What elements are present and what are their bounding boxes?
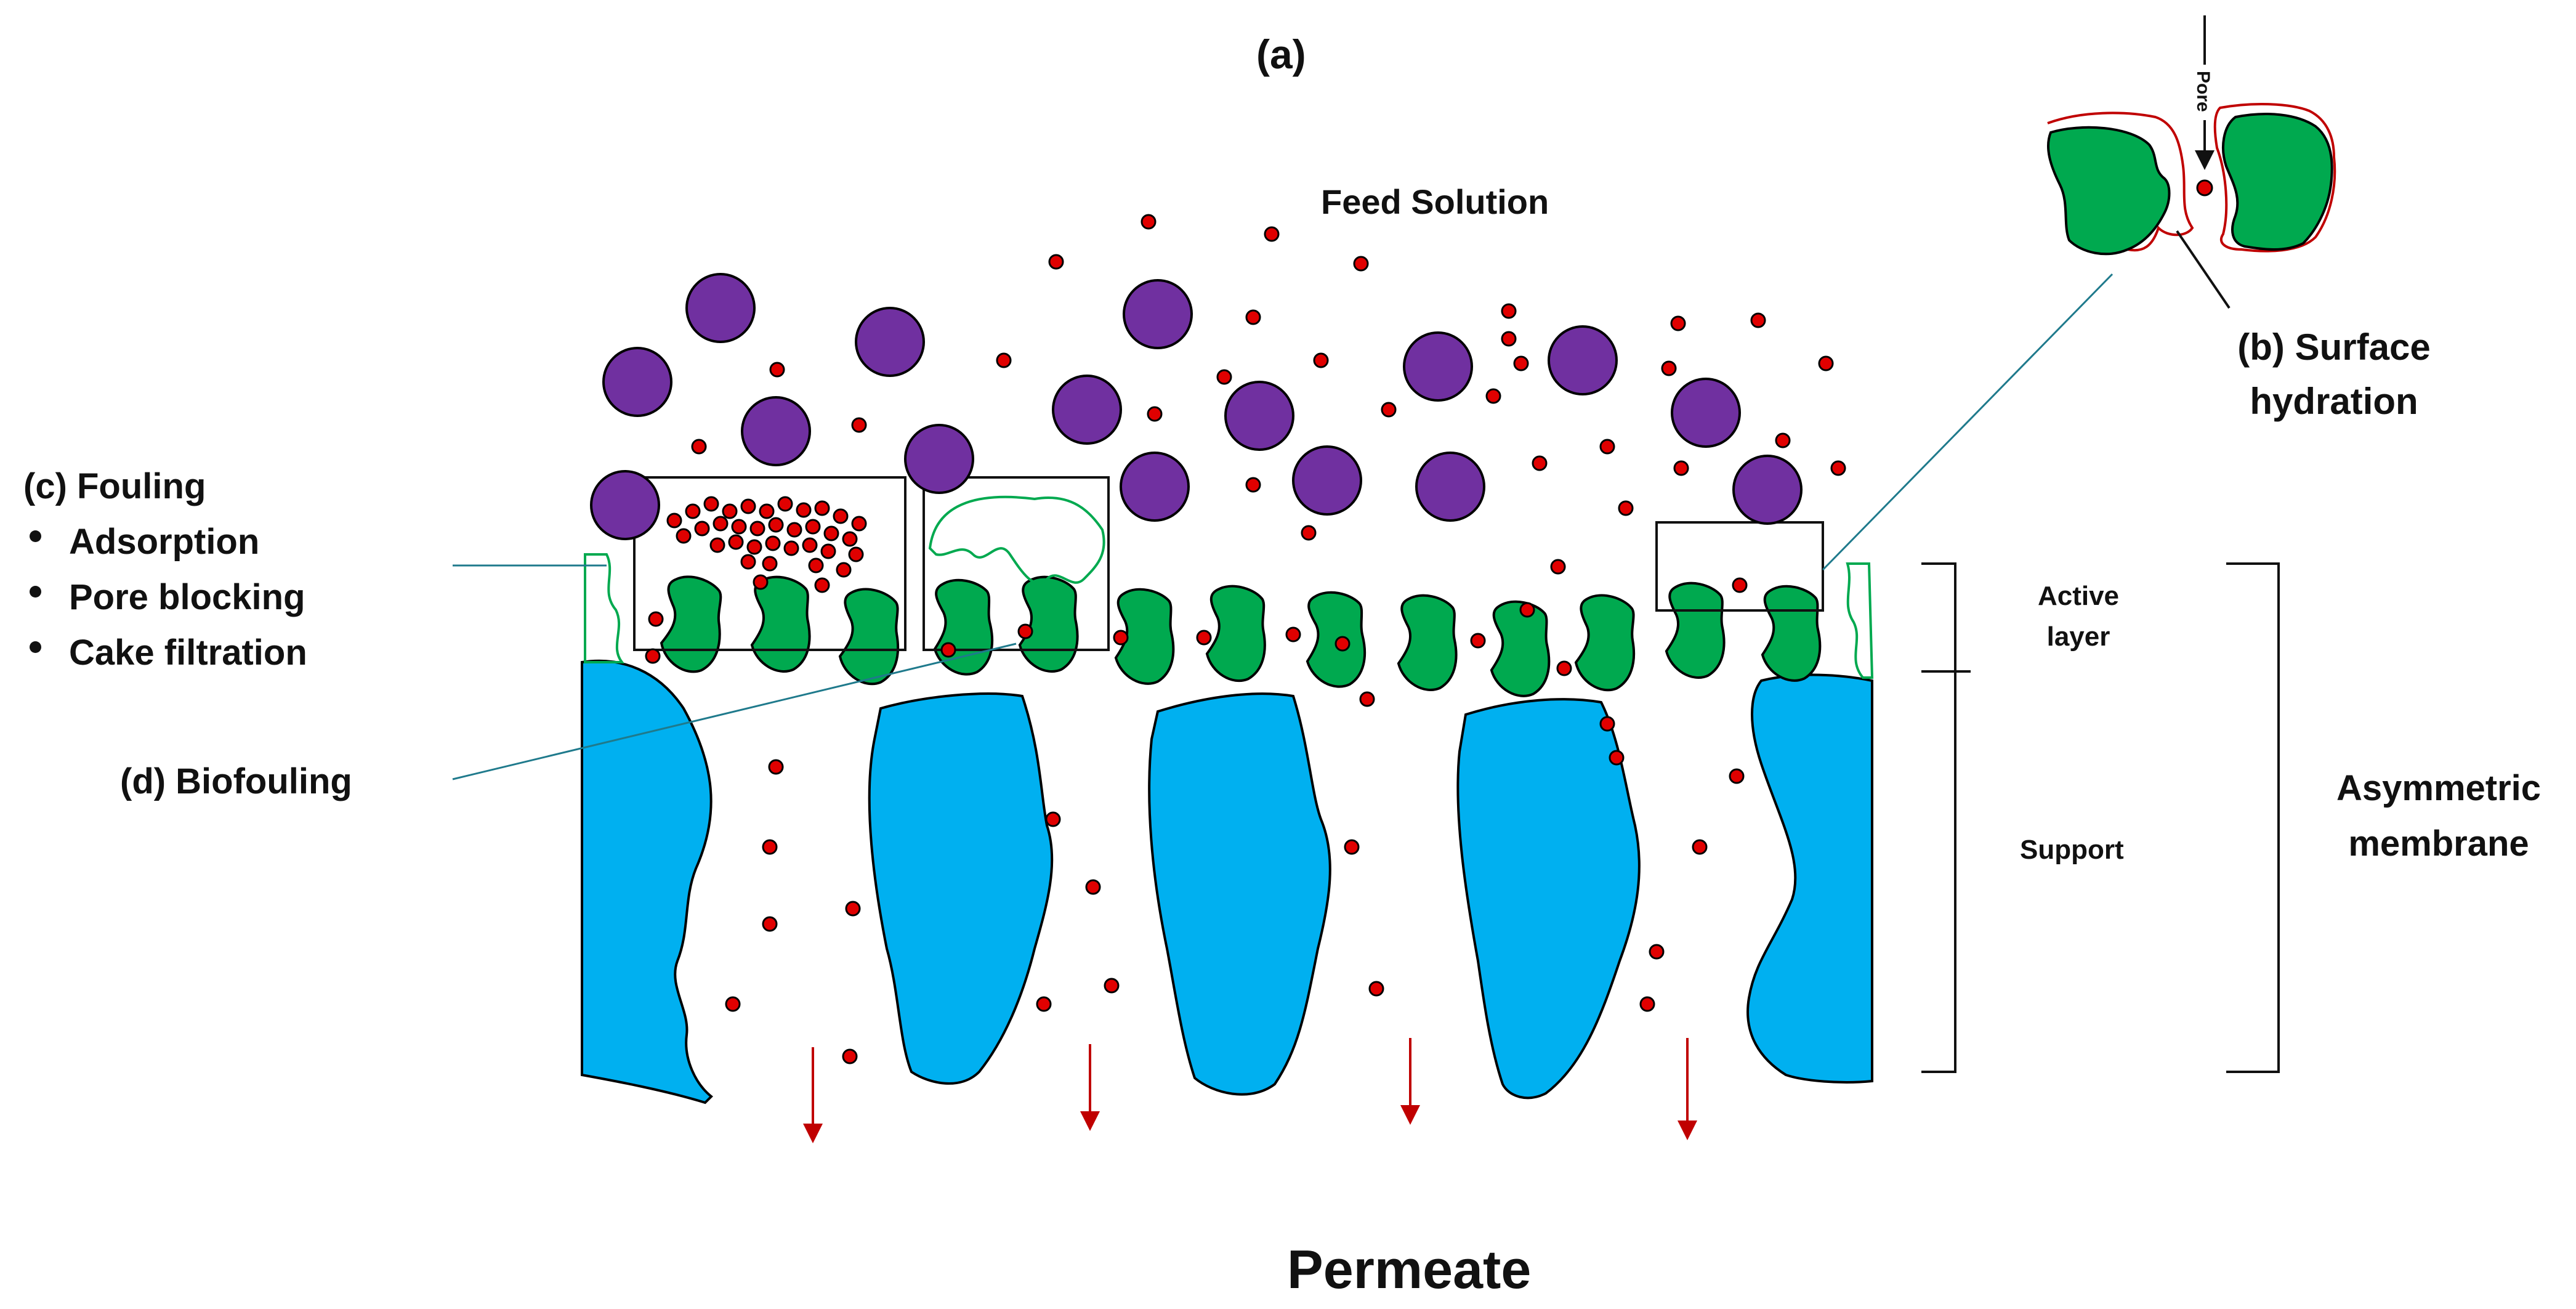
fouling-item: Pore blocking xyxy=(23,570,307,625)
fouling-items: Adsorption Pore blocking Cake filtration xyxy=(23,514,307,681)
biofouling-box xyxy=(923,476,1110,651)
support-bracket xyxy=(1921,671,1956,1073)
hydrated-grain-left xyxy=(2046,126,2171,256)
highlight-boxes xyxy=(633,476,1824,651)
biofilm-growth xyxy=(928,495,1105,585)
permeate-arrows xyxy=(803,1038,1697,1143)
solute-in-pore xyxy=(2196,179,2213,197)
asymmetric-membrane-label: Asymmetric membrane xyxy=(2336,768,2542,864)
permeate-label: Permeate xyxy=(1287,1239,1532,1300)
feed-solution-label: Feed Solution xyxy=(1321,182,1549,221)
active-layer-bracket xyxy=(1921,562,1956,673)
fouling-item: Cake filtration xyxy=(23,625,307,681)
adsorbed-cluster xyxy=(666,496,867,593)
fouling-box xyxy=(633,476,906,651)
panel-a-label: (a) xyxy=(1256,31,1306,77)
leader-lines xyxy=(452,273,2114,780)
support-pillar-1 xyxy=(581,659,713,1104)
active-layer xyxy=(656,572,1823,697)
hydration-inset: Pore xyxy=(2046,15,2336,309)
fouling-item: Adsorption xyxy=(23,514,307,570)
support-label: Support xyxy=(2020,835,2124,865)
biofouling-label: (d) Biofouling xyxy=(120,761,352,801)
support-pillar-5 xyxy=(1746,673,1873,1084)
hydrated-grain-right xyxy=(2222,113,2333,251)
fouling-title: (c) Fouling xyxy=(23,466,206,506)
surface-hydration-label: (b) Surface hydration xyxy=(2237,326,2431,422)
active-layer-label: Active layer xyxy=(2037,581,2120,652)
hydration-shell-right xyxy=(2213,103,2336,253)
biofilm-edges xyxy=(584,495,1874,679)
pore-label: Pore xyxy=(2193,71,2213,112)
support-layer xyxy=(581,659,1873,1104)
solute-particles xyxy=(645,214,1846,1064)
hydration-box xyxy=(1655,521,1824,612)
support-pillar-3 xyxy=(1148,692,1331,1096)
asymmetric-bracket xyxy=(2226,562,2280,1073)
support-pillar-2 xyxy=(868,692,1054,1085)
hydration-pointer xyxy=(2176,230,2231,309)
foulant-particles xyxy=(590,273,1803,540)
fouling-list: (c) Fouling Adsorption Pore blocking Cak… xyxy=(23,459,307,681)
layer-brackets xyxy=(1921,562,2280,1073)
hydration-shell-left xyxy=(2047,111,2194,252)
